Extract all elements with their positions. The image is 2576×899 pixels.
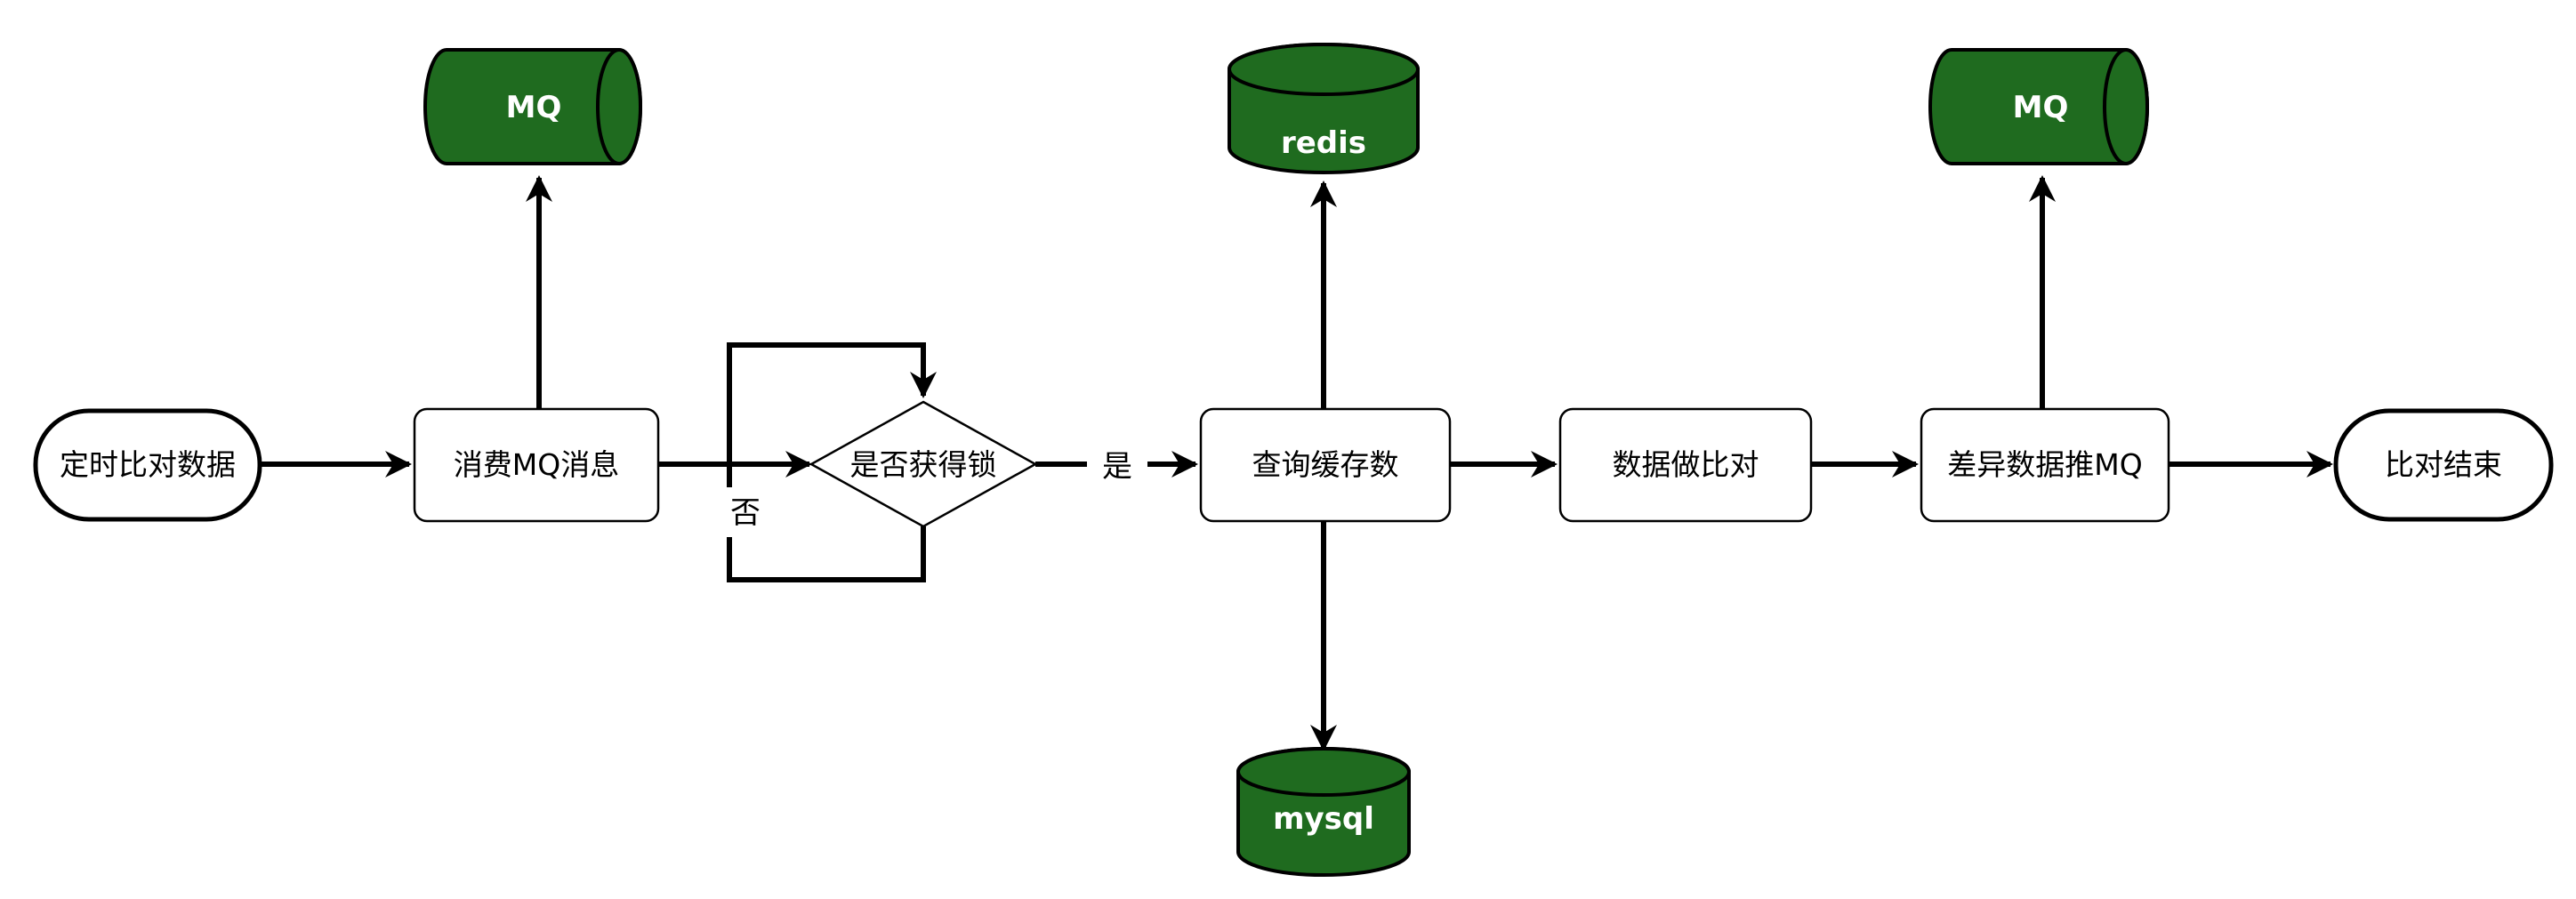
redis-database-icon: redis xyxy=(1228,43,1420,174)
mq-left-label: MQ xyxy=(506,90,562,125)
mq-left-database-icon: MQ xyxy=(423,48,642,165)
lock-decision-node: 是否获得锁 xyxy=(809,400,1038,528)
mq-right-label: MQ xyxy=(2013,90,2069,125)
start-node-label: 定时比对数据 xyxy=(60,447,236,482)
mysql-database-icon: mysql xyxy=(1236,747,1411,877)
edge-label-yes: 是 xyxy=(1102,449,1132,485)
query-cache-node-label: 查询缓存数 xyxy=(1252,447,1399,482)
edge-label-no: 否 xyxy=(730,495,761,531)
mq-right-database-icon: MQ xyxy=(1928,48,2149,165)
end-node-label: 比对结束 xyxy=(2385,447,2502,482)
redis-label: redis xyxy=(1281,125,1366,161)
consume-mq-node: 消费MQ消息 xyxy=(413,407,660,523)
edge-lock-retry-loop xyxy=(727,342,937,582)
start-node: 定时比对数据 xyxy=(33,408,262,522)
push-mq-node: 差异数据推MQ xyxy=(1920,407,2170,523)
edge-labels: 否 是 xyxy=(726,449,1132,537)
edges xyxy=(260,175,2333,751)
consume-mq-node-label: 消费MQ消息 xyxy=(454,447,619,482)
compare-node-label: 数据做比对 xyxy=(1613,447,1759,482)
compare-node: 数据做比对 xyxy=(1558,407,1813,523)
end-node: 比对结束 xyxy=(2333,408,2554,522)
query-cache-node: 查询缓存数 xyxy=(1199,407,1452,523)
lock-decision-node-label: 是否获得锁 xyxy=(850,447,997,482)
mysql-label: mysql xyxy=(1273,801,1374,837)
push-mq-node-label: 差异数据推MQ xyxy=(1947,447,2142,482)
